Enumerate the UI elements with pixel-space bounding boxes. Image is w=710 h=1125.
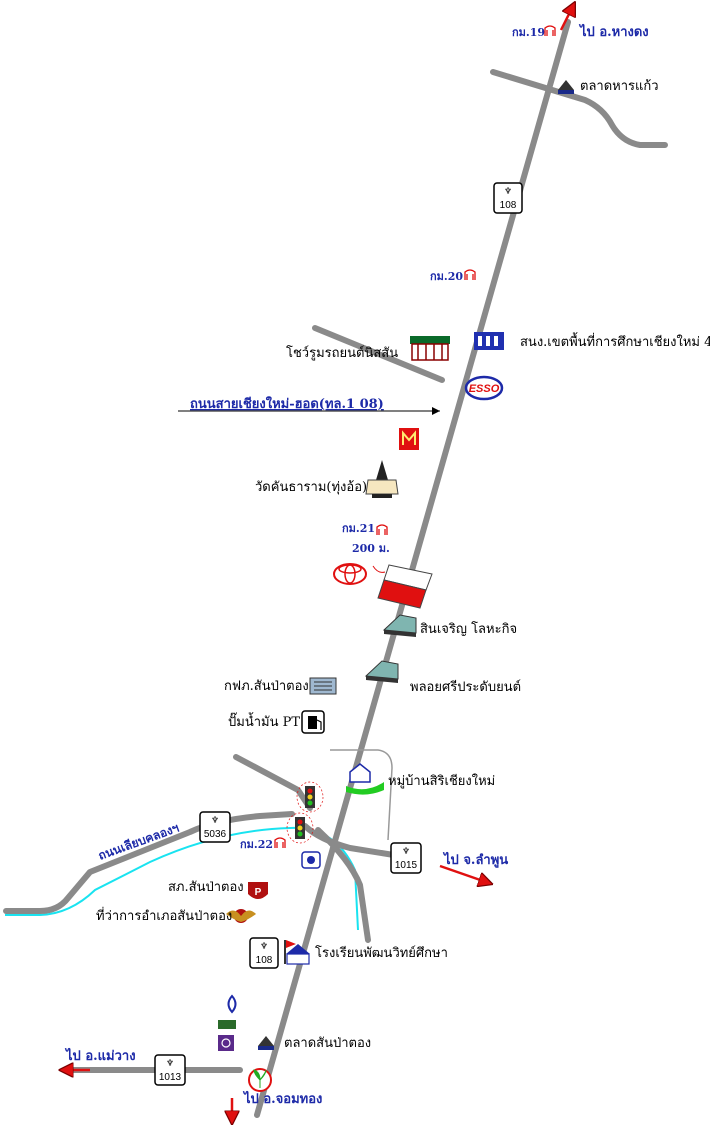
garuda-icon — [226, 909, 256, 923]
svg-text:♆: ♆ — [166, 1058, 174, 1068]
km-marker-21: กม.21 — [342, 522, 388, 535]
gas-station-icon — [301, 710, 325, 734]
village-outline — [330, 749, 393, 841]
label-temple: วัดคันธาราม(ทุ่งอ้อ) — [255, 480, 367, 495]
svg-text:♆: ♆ — [504, 186, 512, 196]
km-22-icon — [274, 837, 286, 848]
scb-bank-icon — [218, 1035, 234, 1051]
esso-icon: ESSO — [464, 375, 504, 401]
label-south: ไป อ.จอมทอง — [242, 1090, 322, 1107]
distance-note: 200 ม. — [352, 542, 390, 555]
km-20-label: กม.20 — [430, 270, 463, 283]
police-icon: P — [248, 882, 268, 899]
steel-shop-icon — [382, 614, 417, 637]
label-district-office: ที่ว่าการอำเภอสันป่าตอง — [96, 907, 232, 924]
toyota-icon — [333, 563, 367, 585]
label-steel-shop: สินเจริญ โลหะกิจ — [420, 621, 517, 637]
label-west: ไป อ.แม่วาง — [64, 1047, 136, 1064]
bank-sign-icon — [301, 851, 321, 869]
km-marker-19: กม.19 — [512, 25, 556, 39]
shield-108-north: ♆ 108 — [493, 182, 523, 214]
shield-108-north-num: 108 — [500, 200, 517, 211]
label-car-parts: พลอยศรีประดับยนต์ — [410, 679, 521, 695]
label-school: โรงเรียนพัฒนวิทย์ศึกษา — [315, 945, 448, 961]
label-electricity: กฟภ.สันป่าตอง — [224, 679, 309, 694]
svg-text:♆: ♆ — [260, 941, 268, 951]
road-loop — [315, 827, 371, 943]
svg-text:P: P — [255, 887, 262, 898]
market-top-icon — [558, 80, 574, 94]
arrow-north — [559, 8, 572, 31]
red-white-block — [377, 564, 433, 609]
school-icon — [284, 940, 310, 965]
arrow-east — [439, 864, 486, 882]
main-road-label: ถนนสายเชียงใหม่-ฮอด(ทล.1 08) — [190, 395, 384, 412]
road-village-north — [233, 754, 313, 811]
shield-5036: ♆ 5036 — [199, 811, 231, 843]
km-21-label: กม.21 — [342, 522, 375, 535]
shield-1015: ♆ 1015 — [390, 842, 422, 874]
svg-text:♆: ♆ — [211, 815, 219, 825]
bank-logo-icon — [218, 1020, 236, 1029]
label-showroom: โชว์รูมรถยนต์นิสสัน — [286, 345, 398, 361]
red-sign-icon — [399, 428, 419, 450]
showroom-icon — [410, 336, 450, 361]
electricity-office-icon — [309, 677, 337, 695]
label-police: สภ.สันป่าตอง — [168, 880, 244, 895]
road-showroom-side — [312, 325, 445, 383]
km-22-label: กม.22 — [240, 838, 273, 851]
village-icon — [346, 763, 384, 795]
car-parts-icon — [364, 660, 399, 683]
label-gas-station: ปั๊มน้ำมัน PT — [228, 712, 300, 730]
shield-5036-num: 5036 — [204, 829, 227, 840]
km-21-icon — [376, 524, 388, 535]
label-north: ไป อ.หางดง — [578, 23, 649, 40]
label-education-office: สนง.เขตพื้นที่การศึกษาเชียงใหม่ 4 — [520, 332, 710, 350]
shield-1015-num: 1015 — [395, 860, 418, 871]
label-east: ไป จ.ลำพูน — [442, 851, 508, 868]
kbank-icon — [248, 1068, 272, 1092]
shield-1013-num: 1013 — [159, 1072, 182, 1083]
km-marker-22: กม.22 — [240, 837, 286, 851]
road-5036 — [3, 811, 295, 914]
label-market-bottom: ตลาดสันป่าตอง — [284, 1036, 371, 1051]
road-hang-dong-side — [490, 69, 668, 148]
bangkok-bank-icon — [227, 994, 237, 1014]
svg-text:ESSO: ESSO — [469, 383, 500, 395]
market-bottom-icon — [258, 1036, 274, 1050]
km-20-icon — [464, 269, 476, 280]
label-market-top: ตลาดหารแก้ว — [580, 79, 659, 94]
distance-pointer — [372, 565, 386, 573]
svg-text:♆: ♆ — [402, 846, 410, 856]
km-19-icon — [544, 25, 556, 36]
traffic-light-icon — [286, 812, 314, 844]
temple-icon — [365, 460, 399, 498]
km-19-label: กม.19 — [512, 26, 545, 39]
education-office-icon — [474, 332, 504, 350]
km-marker-20: กม.20 — [430, 269, 476, 283]
shield-108-south-num: 108 — [256, 955, 273, 966]
label-village: หมู่บ้านสิริเชียงใหม่ — [388, 773, 495, 789]
traffic-light-icon — [296, 781, 324, 813]
shield-108-south: ♆ 108 — [249, 937, 279, 969]
shield-1013: ♆ 1013 — [154, 1054, 186, 1086]
